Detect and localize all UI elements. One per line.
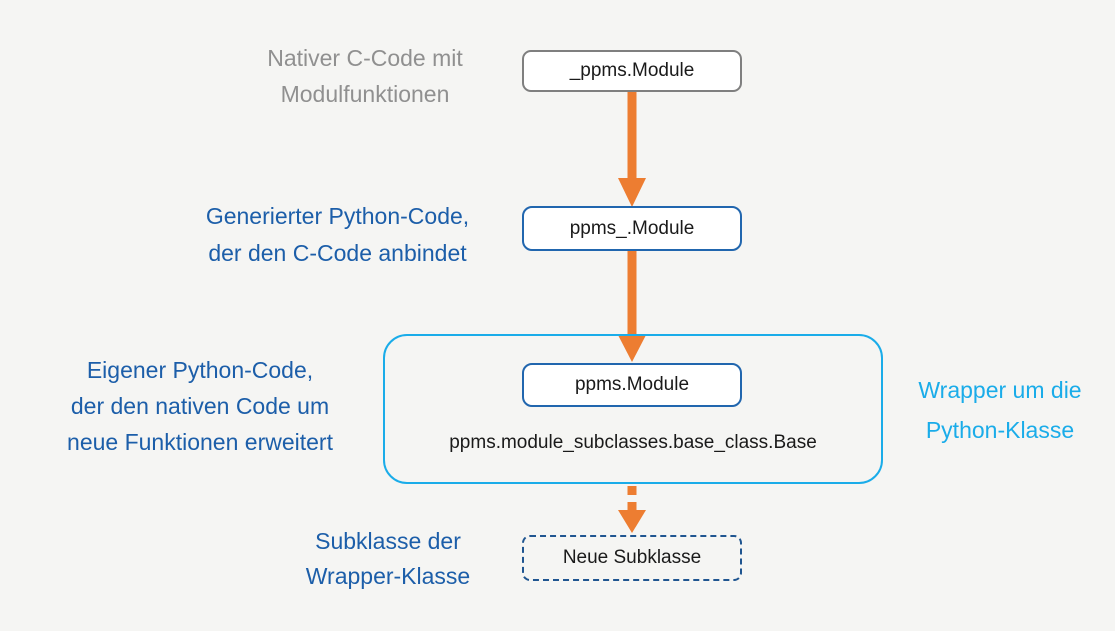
node-generated-module: ppms_.Module	[522, 206, 742, 251]
annotation-generated-python: Generierter Python-Code, der den C-Code …	[150, 198, 525, 272]
annotation-line: neue Funktionen erweitert	[67, 429, 333, 455]
annotation-line: Python-Klasse	[925, 417, 1075, 443]
node-native-module: _ppms.Module	[522, 50, 742, 92]
annotation-line: Modulfunktionen	[280, 81, 450, 107]
annotation-line: der den C-Code anbindet	[208, 240, 467, 266]
node-label: ppms.Module	[574, 374, 690, 395]
node-label: ppms_.Module	[569, 217, 695, 239]
annotation-line: Wrapper-Klasse	[305, 563, 471, 589]
wrapper-class-container	[383, 334, 883, 484]
annotation-line: Eigener Python-Code,	[86, 357, 314, 383]
arrow-generated-to-wrapper	[618, 251, 646, 362]
annotation-own-python: Eigener Python-Code, der den nativen Cod…	[30, 352, 370, 460]
annotation-line: Wrapper um die	[918, 377, 1082, 403]
annotation-line: der den nativen Code um	[70, 393, 330, 419]
annotation-subclass: Subklasse der Wrapper-Klasse	[278, 524, 498, 594]
annotation-line: Generierter Python-Code,	[205, 203, 470, 229]
annotation-line: Nativer C-Code mit	[267, 45, 463, 71]
arrow-wrapper-to-subclass-dashed	[618, 486, 646, 533]
annotation-line: Subklasse der	[315, 528, 461, 554]
base-class-path: ppms.module_subclasses.base_class.Base	[449, 432, 817, 453]
arrow-native-to-generated	[618, 92, 646, 207]
node-label: Neue Subklasse	[562, 547, 702, 568]
node-label: _ppms.Module	[569, 60, 695, 81]
node-wrapper-module: ppms.Module	[522, 363, 742, 407]
annotation-native-c-code: Nativer C-Code mit Modulfunktionen	[230, 40, 500, 112]
node-new-subclass: Neue Subklasse	[522, 535, 742, 581]
annotation-wrapper-class: Wrapper um die Python-Klasse	[890, 370, 1110, 450]
